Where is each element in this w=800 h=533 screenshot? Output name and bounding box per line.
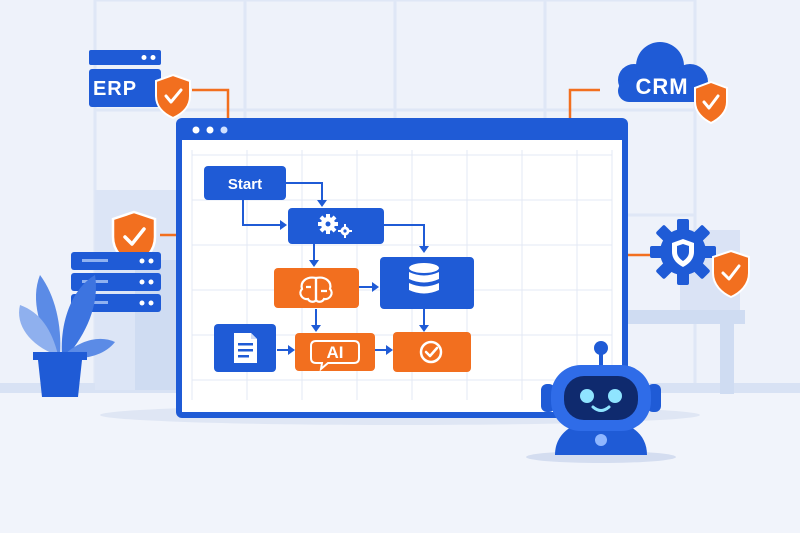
connector-lines bbox=[160, 88, 650, 257]
arrowheads bbox=[280, 200, 429, 355]
shield-check-icon bbox=[712, 249, 750, 299]
workflow-arrows bbox=[242, 182, 425, 351]
window-dot-3[interactable] bbox=[220, 126, 228, 134]
node-database[interactable] bbox=[380, 257, 474, 309]
connector-crm bbox=[568, 88, 600, 118]
ai-label: AI bbox=[327, 343, 344, 362]
node-process[interactable] bbox=[288, 208, 384, 244]
check-circle-icon bbox=[419, 340, 443, 364]
arrow-start-to-process bbox=[286, 182, 323, 200]
node-start[interactable]: Start bbox=[204, 166, 286, 200]
database-icon bbox=[409, 263, 439, 294]
potted-plant-icon bbox=[19, 275, 115, 397]
server-icon bbox=[89, 50, 161, 65]
document-icon bbox=[234, 333, 257, 363]
shield-check-icon bbox=[155, 73, 191, 120]
gears-icon bbox=[318, 214, 352, 238]
connector-erp bbox=[192, 88, 230, 120]
arrow-start-down bbox=[242, 200, 280, 226]
window-dot-1[interactable] bbox=[192, 126, 200, 134]
node-ai[interactable]: AI bbox=[295, 333, 375, 372]
erp-server-badge[interactable]: ERP bbox=[89, 50, 161, 107]
node-document[interactable] bbox=[214, 324, 276, 372]
erp-label: ERP bbox=[93, 78, 137, 100]
brain-icon bbox=[299, 276, 333, 303]
shield-check-icon bbox=[694, 80, 728, 125]
arrow-process-to-db bbox=[384, 224, 425, 246]
window-dot-2[interactable] bbox=[206, 126, 214, 134]
gear-shield-icon[interactable] bbox=[650, 219, 716, 285]
right-desk-leg bbox=[720, 324, 734, 394]
node-ai-brain[interactable] bbox=[274, 268, 359, 308]
right-desk-top bbox=[625, 310, 745, 324]
robot-icon[interactable] bbox=[526, 341, 676, 463]
start-label: Start bbox=[228, 176, 262, 193]
node-complete[interactable] bbox=[393, 332, 471, 372]
ai-chat-icon: AI bbox=[310, 340, 360, 372]
crm-label: CRM bbox=[635, 74, 688, 99]
